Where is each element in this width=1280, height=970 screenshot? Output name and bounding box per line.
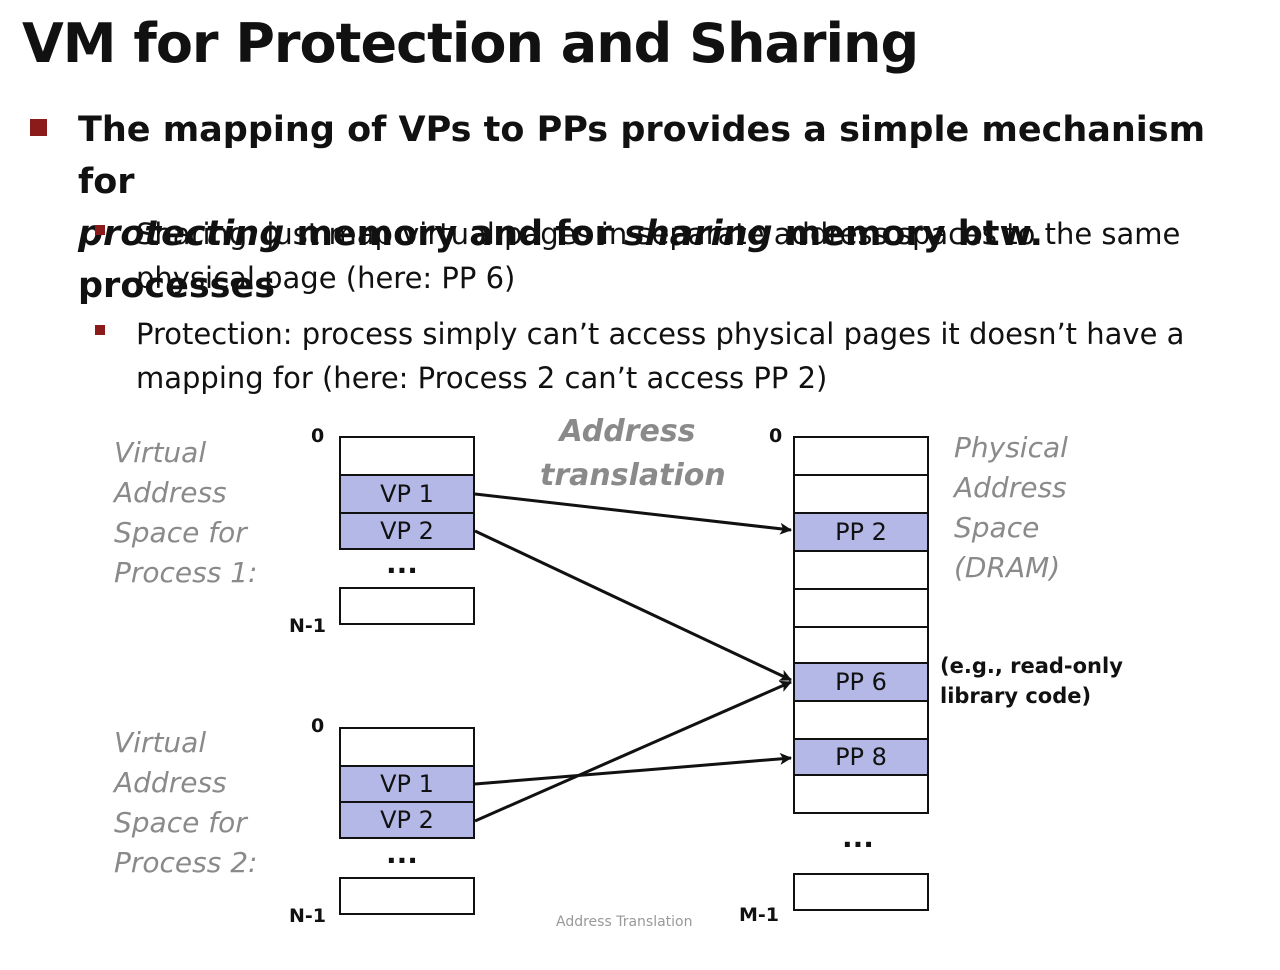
sub-bullet-square-icon: [95, 325, 105, 335]
pp6-note: (e.g., read-only library code): [940, 651, 1123, 711]
p2-vp2: VP 2: [339, 801, 475, 839]
phys-page-empty: [793, 700, 929, 740]
physical-label: Physical Address Space (DRAM): [954, 428, 1068, 588]
arrow-p1vp1-to-pp2: [474, 492, 792, 535]
sub-bullet-square-icon: [95, 225, 105, 235]
physical-label-line: (DRAM): [954, 551, 1061, 584]
phys-page-empty: [793, 774, 929, 814]
process2-label-line: Address: [114, 766, 227, 799]
phys-zero-label: 0: [769, 425, 783, 447]
pp6-note-line: library code): [940, 684, 1092, 708]
process2-label-line: Space for: [114, 806, 247, 839]
main-bullet-mid: memory and for: [284, 214, 624, 254]
p1-page-last: [339, 587, 475, 625]
main-bullet-post: memory btw. processes: [78, 214, 1043, 306]
physical-label-line: Address: [954, 471, 1067, 504]
process1-label-line: Virtual: [114, 436, 207, 469]
slide-title: VM for Protection and Sharing: [22, 12, 919, 75]
p1-vp1: VP 1: [339, 474, 475, 514]
sub-bullet-sharing-text: Sharing: just map virtual pages in separ…: [136, 217, 1181, 295]
p2-page-empty: [339, 727, 475, 767]
process1-label-line: Space for: [114, 516, 247, 549]
p2-n-minus-1-label: N-1: [289, 905, 327, 927]
phys-ellipsis: ...: [842, 821, 874, 854]
phys-pp2: PP 2: [793, 512, 929, 552]
main-bullet-line1: The mapping of VPs to PPs provides a sim…: [78, 110, 1206, 202]
process1-label-line: Address: [114, 476, 227, 509]
process1-label: Virtual Address Space for Process 1:: [114, 433, 257, 593]
p2-page-last: [339, 877, 475, 915]
process2-label: Virtual Address Space for Process 2:: [114, 723, 257, 883]
p1-ellipsis: ...: [386, 547, 418, 580]
p1-vp2: VP 2: [339, 512, 475, 550]
phys-m-minus-1-label: M-1: [739, 904, 780, 926]
sub-bullet-protection-text: Protection: process simply can’t access …: [136, 317, 1185, 395]
main-bullet-sharing: sharing: [623, 214, 773, 254]
process2-label-line: Virtual: [114, 726, 207, 759]
p2-vp1: VP 1: [339, 765, 475, 803]
main-bullet-text: The mapping of VPs to PPs provides a sim…: [78, 104, 1238, 312]
arrow-p2vp2-to-pp6: [474, 680, 792, 823]
p1-n-minus-1-label: N-1: [289, 615, 327, 637]
arrow-p1vp2-to-pp6: [474, 529, 792, 682]
translation-label-line: translation: [540, 458, 726, 493]
bullet-square-icon: [30, 119, 47, 136]
main-bullet-protecting: protecting: [78, 214, 285, 254]
arrow-p2vp1-to-pp8: [474, 752, 792, 786]
p2-ellipsis: ...: [386, 837, 418, 870]
pp6-note-line: (e.g., read-only: [940, 654, 1123, 678]
p1-zero-label: 0: [311, 425, 325, 447]
phys-page-last: [793, 873, 929, 911]
footer-text: Address Translation: [556, 914, 693, 930]
phys-page-empty: [793, 550, 929, 590]
process2-label-line: Process 2:: [114, 846, 258, 879]
p1-page-empty: [339, 436, 475, 476]
physical-label-line: Space: [954, 511, 1040, 544]
phys-page-empty: [793, 626, 929, 664]
physical-label-line: Physical: [954, 431, 1068, 464]
p2-zero-label: 0: [311, 715, 325, 737]
translation-label-line: Address: [559, 414, 696, 449]
address-translation-label: Address translation: [540, 410, 726, 498]
process1-label-line: Process 1:: [114, 556, 258, 589]
